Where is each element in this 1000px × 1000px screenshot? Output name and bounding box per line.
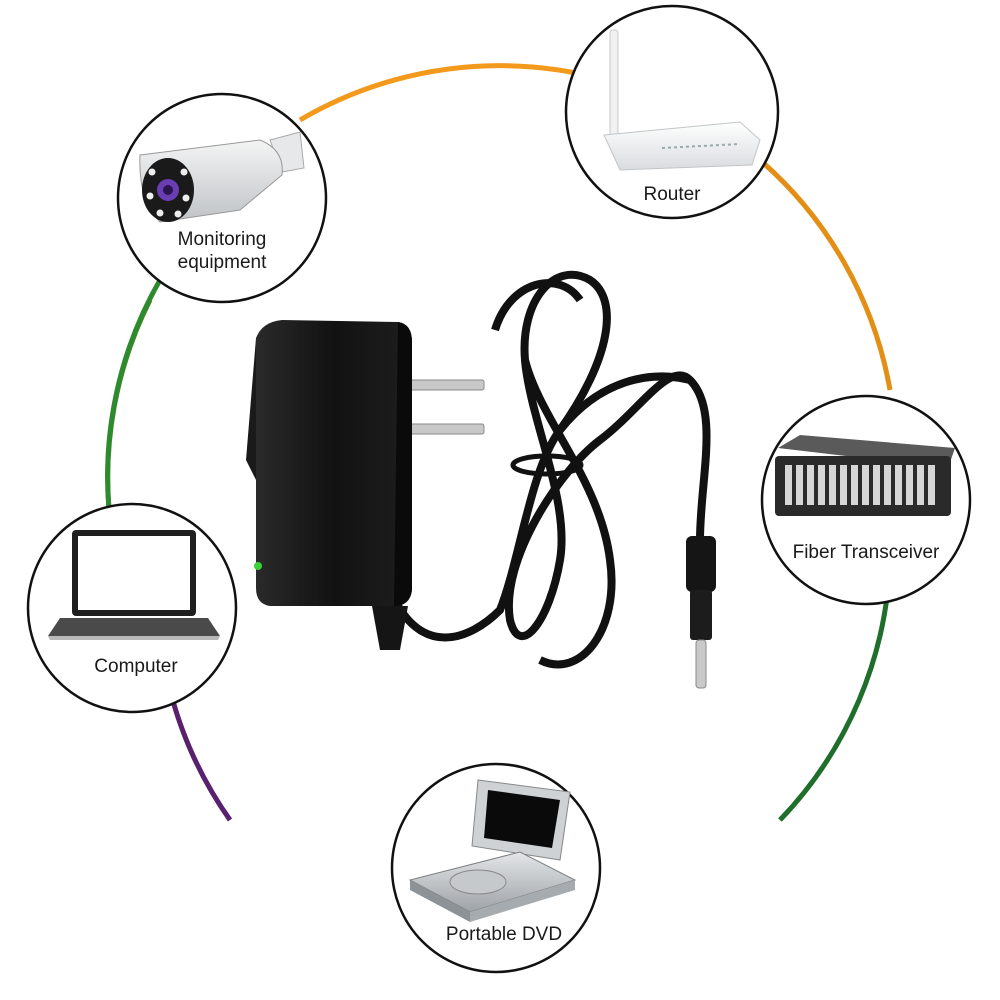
device-label-line-1: Monitoring [178, 229, 267, 250]
device-monitoring-equipment: Monitoring equipment [116, 92, 328, 304]
device-computer: Computer [26, 502, 238, 714]
device-fiber-transceiver: Fiber Transceiver [760, 394, 972, 606]
portable-dvd-icon [408, 779, 577, 922]
device-router: Router [564, 4, 780, 220]
device-label: Computer [94, 656, 178, 677]
security-camera-icon [139, 131, 305, 223]
laptop-icon [48, 530, 220, 640]
device-label-line-2: equipment [178, 252, 267, 273]
fiber-transceiver-rack-icon [775, 435, 955, 516]
device-portable-dvd: Portable DVD [390, 762, 602, 974]
device-label: Portable DVD [446, 924, 562, 945]
device-label: Fiber Transceiver [793, 542, 940, 563]
router-icon [603, 29, 761, 171]
power-adapter-icon [246, 270, 716, 689]
device-label: Router [643, 184, 701, 205]
